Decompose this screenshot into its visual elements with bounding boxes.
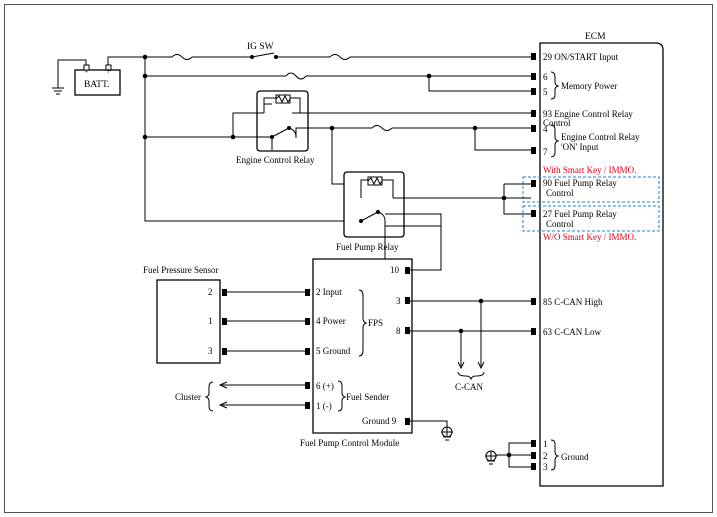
smart-key-option-box [522,176,660,203]
with-smart-key-label: With Smart Key / IMMO. [543,165,636,175]
battery-label: BATT. [84,80,109,90]
fpcm-fps: FPS [368,318,383,328]
fpcm-sender-neg: 1 (-) [316,401,332,411]
fps-sensor-pin-1: 1 [208,316,213,326]
ecm-pin-ccan-high: 85 C-CAN High [543,297,603,307]
ecm-ground-symbol [485,442,531,468]
ecm-pin-27-line2: Control [546,219,574,229]
ecm-pin-5: 5 [543,87,548,97]
fuel-pressure-sensor: Fuel Pressure Sensor 2 1 3 [143,265,305,364]
ecm-module: ECM 29 ON/START Input 6 5 Memory Power 9… [531,32,664,487]
wo-smart-key-label: W/O Smart Key / IMMO. [543,232,636,242]
ecr-wiring [145,112,531,138]
ecm-pin-90-line2: Control [546,188,574,198]
fpcm-pin-10: 10 [390,265,400,275]
battery: BATT. - + [52,56,145,96]
fuel-pump-relay: Fuel Pump Relay [336,171,531,252]
battery-neg: - [85,66,88,76]
fpcm-ground-symbol [410,420,453,441]
ecm-ground: Ground [561,452,589,462]
fpcm-ground9: Ground 9 [362,416,397,426]
fpcm-title: Fuel Pump Control Module [300,438,399,448]
diagram-frame [4,4,713,513]
fuel-pump-control-module: Fuel Pump Control Module 10 3 8 2 Input … [300,258,413,448]
ecm-pin-g3: 3 [543,462,548,472]
fps-sensor-pin-3: 3 [208,346,213,356]
cluster-label: Cluster [175,392,201,402]
ecm-on-input-line2: 'ON' Input [561,142,599,152]
wo-smart-key-option-box [522,205,660,232]
ecm-pin-g1: 1 [543,439,548,449]
ecm-pin-6: 6 [543,72,548,82]
engine-control-relay: Engine Control Relay [236,90,315,165]
fps-sensor-pin-2: 2 [208,287,213,297]
ecm-pin-93-line2: Control [543,118,571,128]
ecm-pin-27-line1: 27 Fuel Pump Relay [543,209,617,219]
ecm-pin-90-line1: 90 Fuel Pump Relay [543,178,617,188]
ecm-pin-7: 7 [543,147,548,157]
ecm-pin-g2: 2 [543,451,548,461]
ecm-pin-on-start: 29 ON/START Input [543,52,619,62]
cluster-wiring [222,384,305,406]
fpcm-pin-3: 3 [396,296,401,306]
fpcm-pin-8: 8 [396,326,401,336]
ccan-label: C-CAN [455,382,484,392]
ecm-pin-ccan-low: 63 C-CAN Low [543,327,601,337]
supply-wiring: IG SW [142,42,531,222]
fuel-pressure-sensor-title: Fuel Pressure Sensor [143,265,219,275]
fpcm-sender-pos: 6 (+) [316,381,334,391]
ecm-memory-power: Memory Power [561,81,617,91]
ecm-on-input-line1: Engine Control Relay [561,132,640,142]
ecm-pin-4: 4 [543,124,548,134]
ecm-title: ECM [585,32,606,42]
fpcm-power: 4 Power [316,316,346,326]
ig-sw-label: IG SW [247,42,274,52]
battery-pos: + [106,66,111,76]
fuel-pump-relay-label: Fuel Pump Relay [336,242,399,252]
fpcm-ground5: 5 Ground [316,346,351,356]
engine-control-relay-label: Engine Control Relay [236,155,315,165]
fpcm-fuel-sender: Fuel Sender [346,392,389,402]
fpcm-input: 2 Input [316,287,342,297]
ecm-pin-93-line1: 93 Engine Control Relay [543,109,633,119]
